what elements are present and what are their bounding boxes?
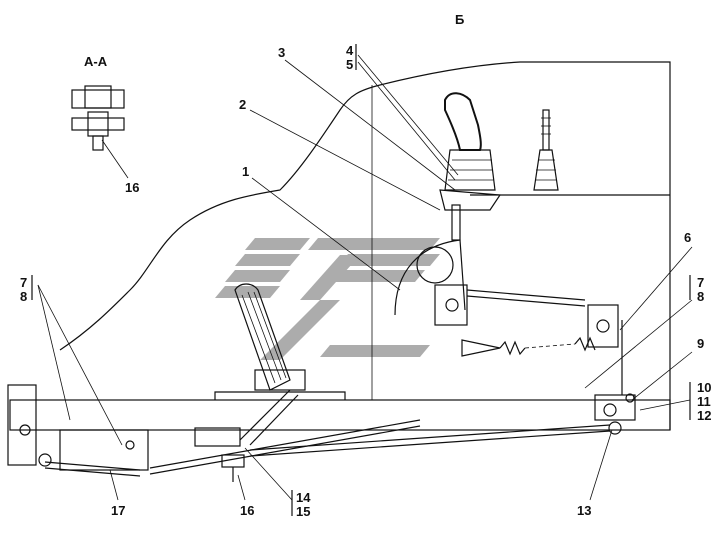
callout-1: 1 — [242, 164, 249, 179]
control-lever — [533, 109, 559, 191]
callout-5: 5 — [346, 57, 353, 72]
section-detail — [71, 85, 125, 151]
callout-9: 9 — [697, 336, 704, 351]
center-support — [194, 427, 245, 482]
callout-8-left: 8 — [20, 289, 27, 304]
callout-17: 17 — [111, 503, 125, 518]
right-crank — [594, 393, 636, 435]
section-label: А-А — [84, 54, 108, 69]
callout-2: 2 — [239, 97, 246, 112]
callout-10: 10 — [697, 380, 711, 395]
callout-16-bottom: 16 — [240, 503, 254, 518]
callout-7-left: 7 — [20, 275, 27, 290]
leader-lines — [37, 54, 693, 501]
callout-bars — [31, 44, 691, 516]
logo-watermark — [215, 238, 440, 360]
callout-8-right: 8 — [697, 289, 704, 304]
long-rod — [249, 424, 611, 451]
view-label: Б — [455, 12, 464, 27]
callout-6: 6 — [684, 230, 691, 245]
callout-15: 15 — [296, 504, 310, 519]
sector-bracket — [394, 239, 468, 326]
callout-13: 13 — [577, 503, 591, 518]
gear-lever — [439, 92, 502, 241]
callout-3: 3 — [278, 45, 285, 60]
callout-12: 12 — [697, 408, 711, 423]
callout-4: 4 — [346, 43, 354, 58]
callout-7-right: 7 — [697, 275, 704, 290]
left-bracket — [7, 384, 149, 471]
lower-rod — [44, 461, 141, 471]
pedal-base — [214, 391, 346, 400]
cab-outline — [59, 61, 671, 430]
return-spring — [461, 336, 596, 357]
pull-rod — [466, 289, 586, 301]
callout-11: 11 — [697, 394, 711, 409]
pedal — [234, 283, 306, 391]
callout-16-section: 16 — [125, 180, 139, 195]
callout-14: 14 — [296, 490, 311, 505]
frame-beam — [9, 399, 671, 431]
